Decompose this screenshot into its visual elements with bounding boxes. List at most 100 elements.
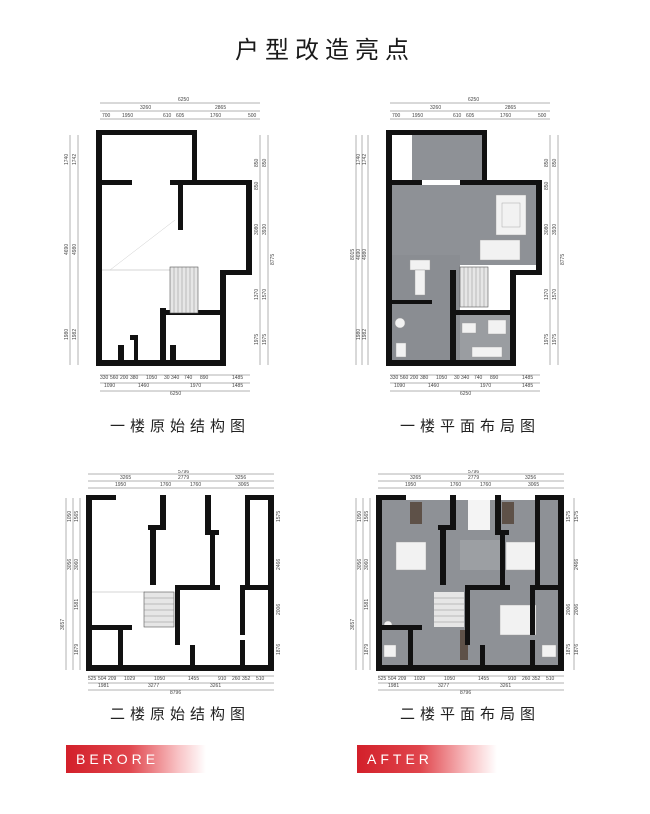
dim-bottom-row1: 1050: [154, 676, 165, 682]
dim-right: 2466: [574, 559, 580, 570]
dim-right: 2006: [566, 604, 572, 615]
dim-top-row2: 1760: [450, 482, 461, 488]
wardrobes: [410, 502, 514, 660]
dim-right: 1876: [276, 644, 280, 655]
dim-bottom-row1: 525: [378, 676, 387, 682]
staircase: [143, 591, 175, 628]
dim-bottom-row1: 890: [200, 375, 209, 381]
dim-top-row1: 3260: [430, 105, 441, 111]
dim-left: 1565: [364, 511, 370, 522]
dim-top-row2: 1950: [405, 482, 416, 488]
dim-top-row2: 605: [466, 113, 475, 119]
dim-bottom-row1: 1485: [522, 375, 533, 381]
dim-bottom-row1: 504: [388, 676, 397, 682]
dim-bottom-row1: 1485: [232, 375, 243, 381]
dim-bottom-row2: 1485: [232, 383, 243, 389]
dim-bottom-row1: 1455: [188, 676, 199, 682]
dim-bottom-row1: 352: [532, 676, 541, 682]
dim-top-row2: 1950: [412, 113, 423, 119]
dim-bottom-row1: 30: [164, 375, 170, 381]
dim-top-row2: 1760: [160, 482, 171, 488]
dim-right: 1975: [544, 334, 550, 345]
dim-top-total: 6250: [468, 97, 479, 103]
dim-left: 1742: [72, 154, 78, 165]
dim-left: 1982: [72, 329, 78, 340]
dim-top-total: 5796: [178, 470, 189, 475]
before-label: BERORE: [66, 745, 206, 773]
dim-bottom-row2: 3261: [500, 683, 511, 689]
dim-bottom-row1: 260: [232, 676, 241, 682]
dim-bottom-row1: 209: [108, 676, 117, 682]
after-label: AFTER: [357, 745, 497, 773]
dim-top-row2: 1760: [480, 482, 491, 488]
dim-bottom-row1: 340: [171, 375, 180, 381]
dim-top-row2: 610: [163, 113, 172, 119]
dim-left: 1050: [67, 511, 73, 522]
plan-floor1-layout: 6250 3260 2865 700 1950 610 605 1760 500…: [350, 95, 570, 395]
dim-right: 850: [254, 158, 260, 167]
dim-bottom-row1: 740: [474, 375, 483, 381]
page-title: 户型改造亮点: [235, 36, 415, 64]
dim-bottom-row1: 1050: [444, 676, 455, 682]
dim-right: 850: [254, 181, 260, 190]
dim-right: 8775: [560, 254, 566, 265]
dim-bottom-row1: 560: [110, 375, 119, 381]
dim-bottom-row1: 560: [400, 375, 409, 381]
floor1-original-drawing: 6250 3260 2865 700 1950 610 605 1760 500…: [64, 97, 276, 395]
dim-right: 3930: [552, 224, 558, 235]
dim-bottom-row1: 200: [120, 375, 129, 381]
dim-top-row1: 3256: [525, 475, 536, 481]
dim-left: 1581: [74, 599, 80, 610]
dim-right: 1876: [574, 644, 580, 655]
dim-bottom-row1: 330: [390, 375, 399, 381]
dim-top-row2: 1950: [115, 482, 126, 488]
dim-right: 3080: [544, 224, 550, 235]
dim-bottom-row1: 510: [256, 676, 265, 682]
dim-bottom-row1: 910: [508, 676, 517, 682]
dim-right: 1570: [552, 289, 558, 300]
dim-bottom-row1: 380: [420, 375, 429, 381]
dim-right: 1975: [552, 334, 558, 345]
dim-bottom-row1: 1050: [146, 375, 157, 381]
dim-top-row1: 3265: [120, 475, 131, 481]
dim-bottom-row1: 525: [88, 676, 97, 682]
dim-bottom-row1: 380: [130, 375, 139, 381]
dim-left: 1050: [357, 511, 363, 522]
dim-top-row1: 3256: [235, 475, 246, 481]
dim-top-row2: 3065: [238, 482, 249, 488]
dim-bottom-row2: 1460: [138, 383, 149, 389]
dim-top-total: 5796: [468, 470, 479, 475]
dim-bottom-row2: 1970: [480, 383, 491, 389]
dim-bottom-row1: 740: [184, 375, 193, 381]
dim-right: 2006: [574, 604, 580, 615]
dim-top-total: 6250: [178, 97, 189, 103]
dim-top-row2: 700: [102, 113, 111, 119]
dim-bottom-row2: 3277: [438, 683, 449, 689]
dim-left: 8015: [350, 249, 356, 260]
dim-right: 1570: [262, 289, 268, 300]
dim-bottom-row1: 910: [218, 676, 227, 682]
dim-left: 1742: [362, 154, 368, 165]
dim-right: 1370: [544, 289, 550, 300]
dim-right: 3930: [262, 224, 268, 235]
dim-bottom-row2: 1485: [522, 383, 533, 389]
dim-top-row1: 3265: [410, 475, 421, 481]
dim-right: 2466: [276, 559, 280, 570]
dim-bottom-row2: 1970: [190, 383, 201, 389]
dim-right: 850: [544, 158, 550, 167]
staircase: [169, 266, 199, 314]
caption-floor1-original: 一楼原始结构图: [109, 417, 250, 435]
after-label-text: AFTER: [367, 751, 433, 767]
dim-bottom-total: 6250: [170, 391, 181, 395]
dim-right: 1575: [276, 511, 280, 522]
walls: [386, 130, 542, 366]
floor1-layout-drawing: 6250 3260 2865 700 1950 610 605 1760 500…: [350, 97, 566, 395]
dim-right: 3080: [254, 224, 260, 235]
walls: [376, 495, 564, 671]
dim-bottom-row2: 1090: [394, 383, 405, 389]
dim-left: 3657: [60, 619, 66, 630]
dim-bottom-row1: 209: [398, 676, 407, 682]
dim-top-row2: 500: [248, 113, 257, 119]
dim-left: 1565: [74, 511, 80, 522]
dim-top-row2: 1760: [210, 113, 221, 119]
